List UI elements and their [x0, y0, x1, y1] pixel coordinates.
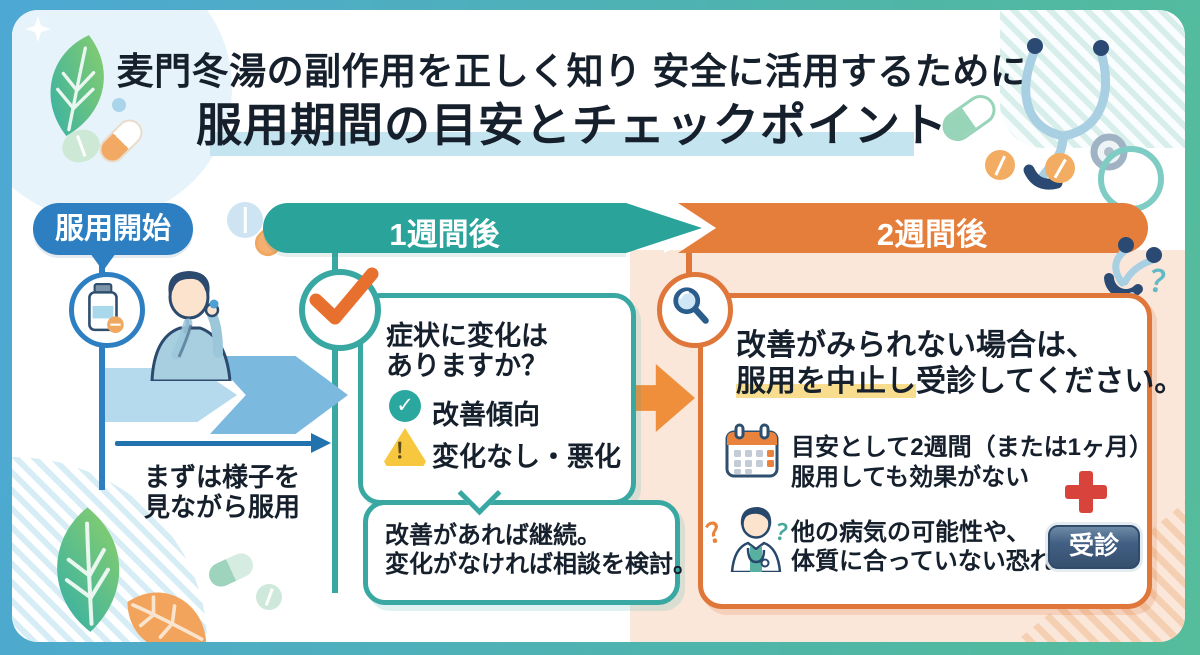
point1-line1: 目安として2週間（または1ヶ月） — [791, 434, 1153, 461]
leaf-icon — [57, 507, 120, 632]
check-circle-icon: ✓ — [389, 390, 421, 422]
timeline-connector-start — [99, 253, 105, 490]
magnifier-icon — [673, 287, 709, 324]
content-panel: 麦門冬湯の副作用を正しく知り 安全に活用するために 服用期間の目安とチェックポイ… — [12, 10, 1185, 642]
capsule-icon — [205, 549, 257, 591]
week1-banner-arrow — [626, 203, 702, 253]
week2-banner — [678, 203, 1148, 253]
consultation-headline-line2: 服用を中止し受診してください。 — [736, 356, 1184, 400]
no-change-option-label: 変化なし・悪化 — [432, 442, 621, 472]
consultation-headline-line1: 改善がみられない場合は、 — [736, 329, 1096, 362]
week2-banner-label: 2週間後 — [876, 217, 988, 252]
point1-line2: 服用しても効果がない — [791, 464, 1030, 491]
leaf-icon — [127, 592, 207, 642]
tablet-icon — [1045, 153, 1075, 183]
point2-line2: 体質に合っていない恐れ — [791, 548, 1054, 575]
start-badge-tail — [90, 253, 116, 271]
headline-rest: 受診してください。 — [916, 365, 1185, 398]
tablet-icon — [985, 150, 1015, 180]
ring-decoration — [1098, 146, 1164, 212]
symptom-question-line1: 症状に変化は — [386, 321, 548, 351]
timeline-connector-week1 — [332, 253, 338, 593]
start-note-line1: まずは様子を — [143, 462, 300, 492]
doctor-icon — [730, 507, 782, 572]
page-title-line2: 服用期間の目安とチェックポイント — [196, 99, 948, 151]
exclamation-mark: ！ — [394, 440, 416, 463]
advice-line2: 変化がなければ相談を検討。 — [385, 551, 697, 578]
calendar-icon — [725, 423, 779, 478]
start-badge: 服用開始 — [33, 203, 193, 255]
timeline-arrow-head — [311, 433, 331, 453]
advice-line1: 改善があれば継続。 — [385, 522, 601, 549]
week1-banner-label: 1週間後 — [389, 217, 500, 252]
magnifier-circle — [657, 272, 733, 348]
start-note: まずは様子を 見ながら服用 — [130, 462, 314, 522]
symptom-question-line2: ありますか？ — [386, 351, 548, 381]
medicine-bottle-circle — [69, 272, 145, 348]
title-underline — [210, 132, 914, 156]
tablet-icon — [256, 584, 282, 610]
medicine-bottle-icon — [88, 283, 124, 333]
highlighted-text: 服用を中止し — [736, 365, 916, 398]
week1-banner — [263, 203, 626, 253]
improve-option-label: 改善傾向 — [432, 400, 540, 430]
dot-decoration — [112, 98, 126, 112]
person-taking-medicine-illustration — [150, 271, 232, 381]
check-icon — [309, 267, 379, 325]
tablet-icon — [227, 202, 263, 238]
medical-cross-icon — [1065, 485, 1107, 499]
leaf-icon — [50, 35, 104, 136]
advice-box — [363, 500, 680, 605]
page-title-line1: 麦門冬湯の副作用を正しく知り 安全に活用するために — [116, 51, 1028, 92]
start-note-line2: 見ながら服用 — [143, 492, 300, 522]
visit-doctor-button[interactable]: 受診 — [1048, 525, 1140, 569]
timeline-connector-week2 — [686, 253, 692, 279]
timeline-arrow-line — [115, 441, 313, 446]
point2-line1: 他の病気の可能性や、 — [791, 519, 1031, 546]
